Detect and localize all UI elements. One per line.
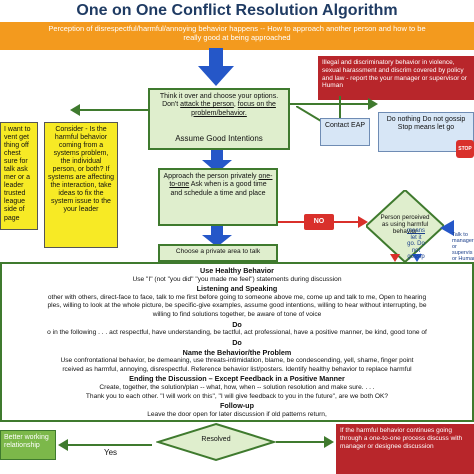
focus-text: focus on the problem/behavior.: [191, 101, 276, 117]
diamond-right-arrow: [440, 220, 454, 236]
perceived-diamond-shape: [366, 190, 444, 262]
approach-text-2: Ask when is a good time and schedule a t…: [170, 181, 267, 197]
talk-manager-word: supervis: [452, 250, 473, 257]
perception-banner: Perception of disrespectful/harmful/anno…: [0, 22, 474, 50]
panel-text-line: ples, willing to look at the whole pictu…: [47, 302, 427, 310]
panel-text-line: o in the following . . . act respectful,…: [47, 329, 427, 337]
resolved-label: Resolved: [201, 436, 231, 443]
panel-text-line: Thank you to each other. "I will work on…: [85, 392, 389, 400]
page-title: One on One Conflict Resolution Algorithm: [0, 0, 474, 22]
talk-manager-word: or Human: [452, 256, 474, 263]
means-let-go-word: go. Do: [407, 241, 425, 248]
means-let-go-word: gossip: [407, 254, 425, 261]
perceived-diamond-text: Person perceived as using harmful behavi…: [380, 214, 430, 236]
better-working-relationship-box: Better working relationship: [0, 430, 56, 460]
contact-eap-box: Contact EAP: [320, 118, 370, 146]
panel-heading: Do: [232, 319, 242, 329]
approach-box: Approach the person privately one-to-one…: [158, 168, 278, 226]
think-text-2: ,: [233, 101, 238, 109]
down-arrow-2: [202, 150, 232, 173]
means-let-go-word: means: [406, 228, 425, 234]
panel-heading: Ending the Discussion – Except Feedback …: [129, 374, 345, 384]
illegal-behavior-box: Illegal and discriminatory behavior in v…: [318, 56, 474, 100]
consider-box: Consider - Is the harmful behavior comin…: [44, 122, 118, 248]
no-label: NO: [304, 214, 334, 230]
panel-heading: Follow-up: [220, 401, 254, 411]
means-let-go-word: let it: [410, 234, 422, 241]
panel-text-line: Leave the door open for later discussion…: [147, 410, 327, 418]
one-to-one-text: one-to-one: [169, 173, 273, 189]
panel-text-line: Use "I" (not "you did" "you made me feel…: [132, 275, 342, 283]
assume-good-intentions: Assume Good Intentions: [175, 134, 263, 143]
down-arrow-1: [198, 48, 234, 86]
yes-arrow: [58, 439, 152, 451]
means-let-go-word: not: [411, 247, 421, 254]
diamond-down-arrows: [390, 254, 422, 262]
panel-heading: Name the Behavior/the Problem: [182, 347, 292, 357]
panel-heading: Do: [232, 338, 242, 348]
panel-text-line: Create, together, the solution/plan -- w…: [99, 383, 375, 391]
panel-heading: Use Healthy Behavior: [200, 266, 274, 275]
panel-text-line: willing to find solutions together, be a…: [152, 311, 322, 319]
attack-text: attack the person: [180, 101, 234, 109]
panel-heading: Listening and Speaking: [196, 284, 278, 294]
panel-text-line: rceived as harmful, annoying, disrespect…: [62, 365, 412, 373]
arrow-think-to-consider: [70, 104, 148, 116]
think-text-1: Think it over and choose your options. D…: [159, 93, 279, 109]
stop-sign-icon: STOP: [456, 140, 474, 158]
talk-manager-word: Talk to: [452, 232, 468, 238]
think-it-over-box: Think it over and choose your options. D…: [148, 88, 290, 150]
arrow-think-to-right: [290, 98, 378, 110]
resolved-right-arrow: [276, 436, 334, 448]
down-arrow-3: [202, 226, 232, 247]
talk-manager-word: or: [452, 244, 457, 251]
talk-manager-word: manager: [452, 238, 474, 245]
vent-box: I want to vent get thing off chest sure …: [0, 122, 38, 230]
continues-harmful-box: If the harmful behavior continues going …: [336, 424, 474, 474]
yes-label: Yes: [104, 448, 118, 457]
resolved-diamond-shape: [156, 422, 276, 462]
choose-private-area-box: Choose a private area to talk: [158, 244, 278, 262]
panel-text-line: other with others, direct-face to face, …: [47, 293, 427, 301]
panel-text-line: Use confrontational behavior, be demeani…: [60, 357, 414, 365]
approach-text-1: Approach the person privately: [163, 173, 259, 180]
